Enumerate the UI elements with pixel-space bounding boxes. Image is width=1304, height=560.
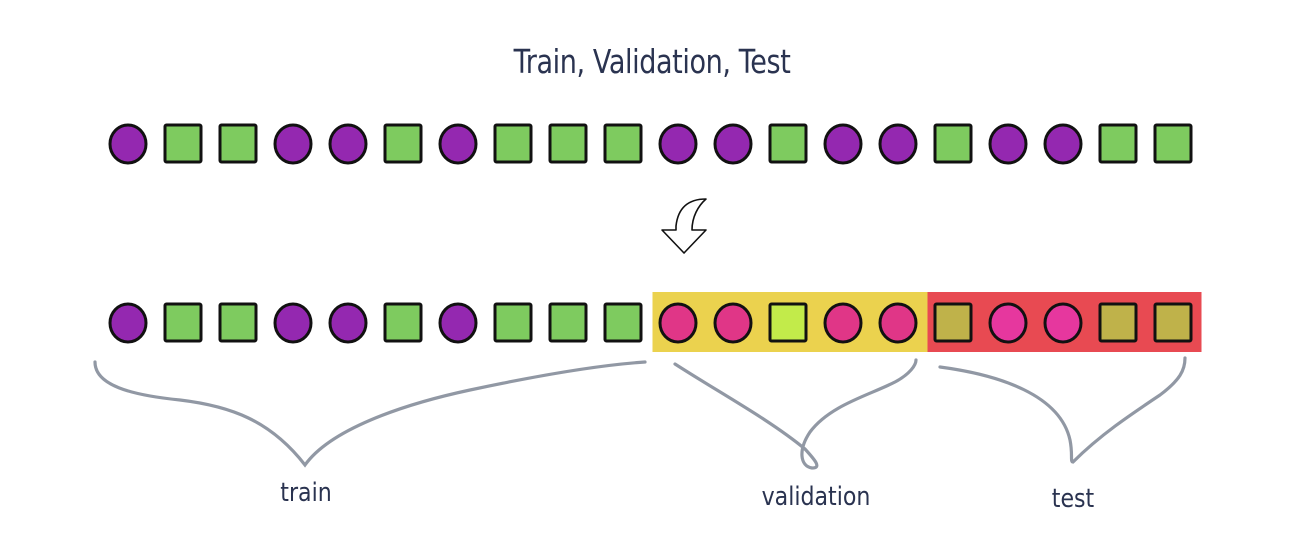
sample-circle xyxy=(823,123,863,165)
diagram-title: Train, Validation, Test xyxy=(513,42,791,81)
train-sample-square xyxy=(603,302,643,343)
validation-sample-circle xyxy=(658,302,698,344)
curved-down-arrow-icon xyxy=(661,198,707,254)
original-sequence xyxy=(108,123,1193,165)
validation-sample-circle xyxy=(713,302,753,344)
train-sample-circle xyxy=(438,302,478,344)
sample-square xyxy=(163,123,203,164)
train-sample-square xyxy=(163,302,203,343)
sample-square xyxy=(768,123,808,164)
sample-circle xyxy=(108,123,148,165)
test-sample-square xyxy=(933,302,973,343)
test-sample-square xyxy=(1098,302,1138,343)
train-sample-square xyxy=(218,302,258,343)
sample-square xyxy=(383,123,423,164)
split-sequence xyxy=(108,302,1193,344)
sample-square xyxy=(218,123,258,164)
train-sample-circle xyxy=(108,302,148,344)
test-sample-circle xyxy=(988,302,1028,344)
sample-circle xyxy=(273,123,313,165)
sample-circle xyxy=(438,123,478,165)
sample-circle xyxy=(328,123,368,165)
test-sample-square xyxy=(1153,302,1193,343)
validation-sample-square xyxy=(768,302,808,343)
sample-circle xyxy=(658,123,698,165)
train-sample-square xyxy=(383,302,423,343)
test-label: test xyxy=(1051,484,1095,514)
test-sample-circle xyxy=(1043,302,1083,344)
validation-sample-circle xyxy=(878,302,918,344)
train-sample-square xyxy=(493,302,533,343)
test-brace xyxy=(938,356,1187,464)
validation-label: validation xyxy=(761,482,871,512)
sample-circle xyxy=(713,123,753,165)
train-sample-square xyxy=(548,302,588,343)
train-sample-circle xyxy=(328,302,368,344)
sample-square xyxy=(1098,123,1138,164)
sample-circle xyxy=(988,123,1028,165)
sample-square xyxy=(493,123,533,164)
train-label: train xyxy=(280,478,332,508)
train-sample-circle xyxy=(273,302,313,344)
sample-circle xyxy=(878,123,918,165)
sample-square xyxy=(603,123,643,164)
train-brace xyxy=(93,360,647,468)
validation-brace xyxy=(673,358,918,470)
sample-circle xyxy=(1043,123,1083,165)
sample-square xyxy=(548,123,588,164)
validation-sample-circle xyxy=(823,302,863,344)
sample-square xyxy=(1153,123,1193,164)
sample-square xyxy=(933,123,973,164)
